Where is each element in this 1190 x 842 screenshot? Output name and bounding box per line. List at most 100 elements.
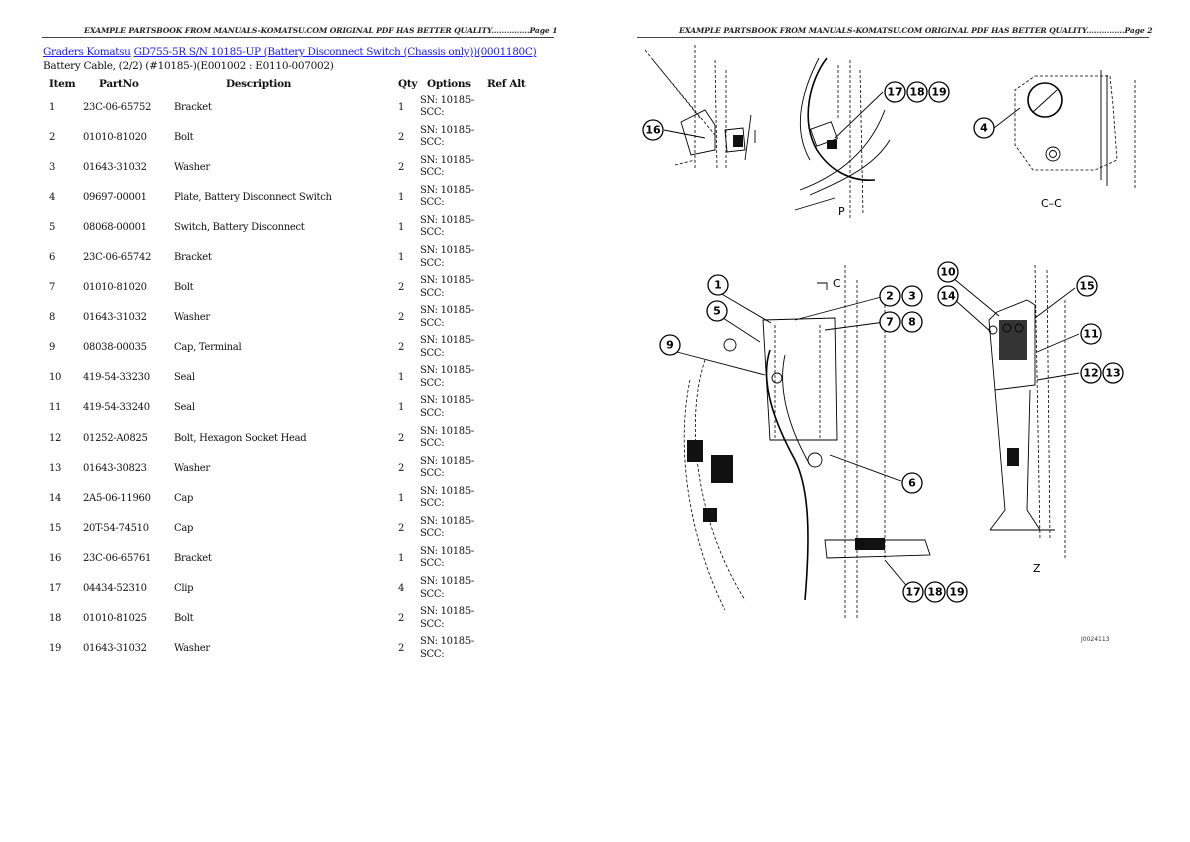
callout-8[interactable]: 8	[901, 311, 923, 333]
options-sn: SN: 10185-	[420, 154, 474, 166]
exploded-parts-diagram: P C–C	[642, 45, 1136, 643]
cell-options: SN: 10185-SCC:	[420, 333, 487, 363]
options-sn: SN: 10185-	[420, 94, 474, 106]
cell-description: Bolt	[174, 613, 194, 625]
header-divider	[637, 37, 1149, 38]
cell-options: SN: 10185-SCC:	[420, 122, 487, 152]
options-scc: SCC:	[420, 648, 445, 660]
options-scc: SCC:	[420, 438, 445, 450]
cell-refalt	[487, 333, 527, 363]
cell-partno: 01010-81020	[83, 131, 147, 143]
view-label-z: Z	[1033, 562, 1041, 575]
svg-text:19: 19	[949, 586, 964, 599]
cell-options: SN: 10185-SCC:	[420, 393, 487, 423]
options-sn: SN: 10185-	[420, 184, 474, 196]
callout-18-top[interactable]: 18	[906, 81, 928, 103]
options-scc: SCC:	[420, 468, 445, 480]
callout-1[interactable]: 1	[707, 274, 729, 296]
cell-item: 14	[49, 492, 62, 504]
cell-item: 16	[49, 552, 62, 564]
cell-description: Cap	[174, 522, 194, 534]
callout-13[interactable]: 13	[1102, 362, 1124, 384]
cell-qty: 2	[398, 462, 405, 474]
cell-qty: 2	[398, 522, 405, 534]
callout-17-top[interactable]: 17	[884, 81, 906, 103]
cell-description: Bracket	[174, 101, 212, 113]
cell-options: SN: 10185-SCC:	[420, 273, 487, 303]
cell-qty: 4	[398, 583, 405, 595]
svg-text:11: 11	[1083, 328, 1098, 341]
callout-19-top[interactable]: 19	[928, 81, 950, 103]
cell-partno: 01643-31032	[83, 312, 147, 324]
callout-18-bottom[interactable]: 18	[924, 581, 946, 603]
callout-11[interactable]: 11	[1080, 323, 1102, 345]
cell-refalt	[487, 182, 527, 212]
callout-19-bottom[interactable]: 19	[946, 581, 968, 603]
cell-refalt	[487, 423, 527, 453]
options-scc: SCC:	[420, 407, 445, 419]
col-header-options: Options	[427, 77, 471, 90]
cell-item: 15	[49, 522, 62, 534]
cell-item: 5	[49, 221, 56, 233]
options-scc: SCC:	[420, 347, 445, 359]
cell-refalt	[487, 483, 527, 513]
cell-partno: 09697-00001	[83, 191, 147, 203]
callout-16[interactable]: 16	[642, 119, 664, 141]
callout-5[interactable]: 5	[706, 300, 728, 322]
cell-description: Clip	[174, 583, 194, 595]
detail-view-cc: C–C	[993, 70, 1136, 210]
cell-refalt	[487, 574, 527, 604]
detail-view-bracket	[644, 45, 756, 171]
callout-12[interactable]: 12	[1080, 362, 1102, 384]
main-assembly-view: C	[676, 265, 931, 620]
cell-refalt	[487, 242, 527, 272]
page-1: EXAMPLE PARTSBOOK FROM MANUALS-KOMATSU.C…	[42, 26, 558, 660]
callout-4[interactable]: 4	[973, 117, 995, 139]
cell-options: SN: 10185-SCC:	[420, 152, 487, 182]
cell-options: SN: 10185-SCC:	[420, 543, 487, 573]
callout-3[interactable]: 3	[901, 285, 923, 307]
cell-options: SN: 10185-SCC:	[420, 212, 487, 242]
cell-refalt	[487, 212, 527, 242]
options-scc: SCC:	[420, 498, 445, 510]
cell-item: 6	[49, 252, 56, 264]
cell-description: Cap, Terminal	[174, 342, 242, 354]
cell-description: Bracket	[174, 252, 212, 264]
cell-options: SN: 10185-SCC:	[420, 453, 487, 483]
options-sn: SN: 10185-	[420, 515, 474, 527]
options-sn: SN: 10185-	[420, 245, 474, 257]
callout-2[interactable]: 2	[879, 285, 901, 307]
callout-7[interactable]: 7	[879, 311, 901, 333]
col-header-refalt: Ref Alt	[487, 78, 526, 90]
page-subtitle: Battery Cable, (2/2) (#10185-)(E001002 :…	[43, 60, 334, 72]
cell-partno: 01643-30823	[83, 462, 147, 474]
options-sn: SN: 10185-	[420, 636, 474, 648]
cell-refalt	[487, 604, 527, 634]
breadcrumb-link-model[interactable]: GD755-5R S/N 10185-UP (Battery Disconnec…	[133, 46, 537, 58]
callout-6[interactable]: 6	[901, 472, 923, 494]
svg-text:10: 10	[940, 266, 956, 279]
callout-9[interactable]: 9	[659, 334, 681, 356]
callout-14[interactable]: 14	[937, 285, 959, 307]
cell-partno: 08038-00035	[83, 342, 147, 354]
cell-partno: 23C-06-65761	[83, 552, 152, 564]
options-sn: SN: 10185-	[420, 124, 474, 136]
cell-refalt	[487, 92, 527, 122]
callout-17-bottom[interactable]: 17	[902, 581, 924, 603]
options-scc: SCC:	[420, 377, 445, 389]
cell-item: 8	[49, 312, 56, 324]
cell-refalt	[487, 513, 527, 543]
svg-text:1: 1	[714, 279, 722, 292]
svg-text:4: 4	[980, 122, 988, 135]
cell-refalt	[487, 393, 527, 423]
page-header: EXAMPLE PARTSBOOK FROM MANUALS-KOMATSU.C…	[84, 26, 558, 35]
cell-refalt	[487, 363, 527, 393]
callout-10[interactable]: 10	[937, 261, 959, 283]
cell-description: Washer	[174, 462, 210, 474]
cell-description: Switch, Battery Disconnect	[174, 221, 305, 233]
callout-15[interactable]: 15	[1076, 275, 1098, 297]
breadcrumb-link-graders[interactable]: Graders Komatsu	[43, 46, 131, 58]
